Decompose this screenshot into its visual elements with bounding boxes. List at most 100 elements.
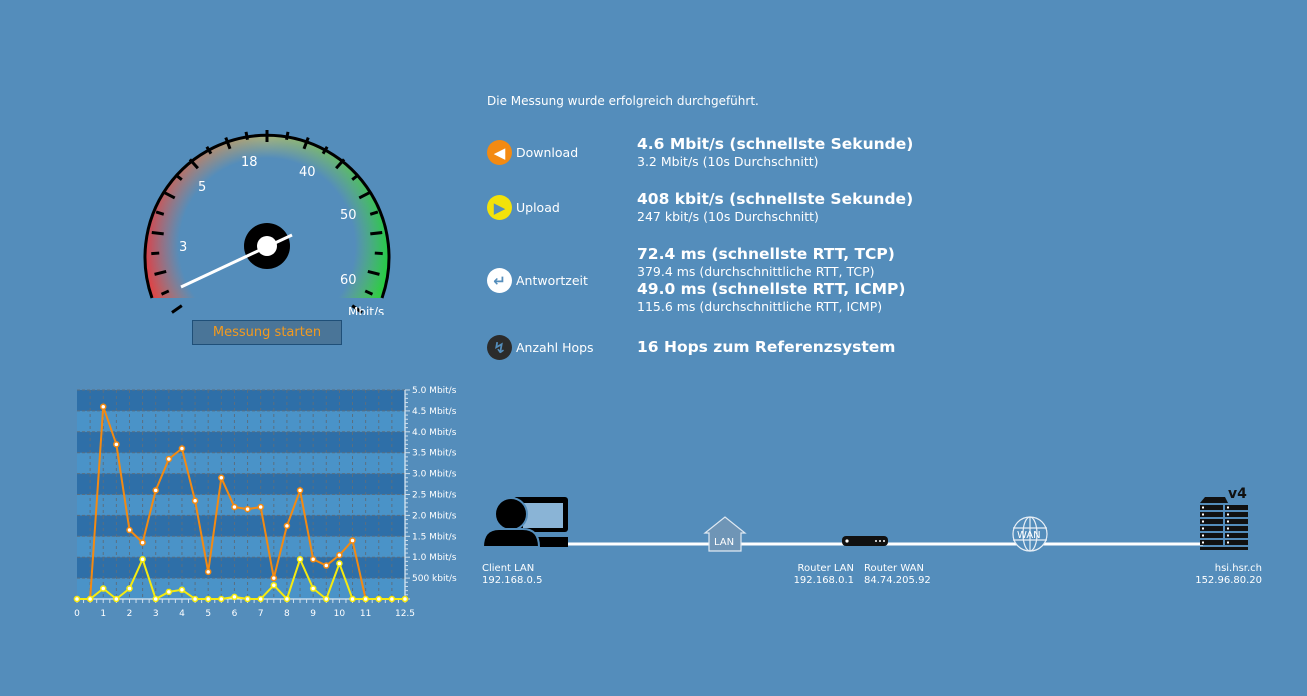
result-download: ◀ Download bbox=[487, 140, 578, 165]
download-data-point bbox=[152, 487, 159, 494]
upload-data-point bbox=[218, 595, 225, 603]
hops-count: 16 Hops zum Referenzsystem bbox=[637, 338, 896, 356]
icmp-average: 115.6 ms (durchschnittliche RTT, ICMP) bbox=[637, 299, 883, 314]
download-data-point bbox=[270, 574, 278, 582]
y-tick-label: 2.5 Mbit/s bbox=[412, 491, 457, 501]
chart-band bbox=[77, 452, 405, 474]
gauge-tick bbox=[155, 210, 165, 216]
upload-data-point bbox=[283, 595, 291, 603]
x-tick-label: 10 bbox=[334, 609, 346, 619]
gauge-tick bbox=[163, 191, 176, 200]
tcp-average: 379.4 ms (durchschnittliche RTT, TCP) bbox=[637, 264, 875, 279]
gauge-tick bbox=[188, 158, 199, 170]
gauge-ticks bbox=[151, 130, 383, 314]
gauge-tick bbox=[244, 131, 249, 141]
x-tick-label: 2 bbox=[127, 609, 133, 619]
return-arrow-icon: ↵ bbox=[487, 268, 512, 293]
x-tick-label: 1 bbox=[100, 609, 106, 619]
upload-data-point bbox=[178, 586, 186, 594]
y-tick-label: 5.0 Mbit/s bbox=[412, 386, 457, 396]
server-icon bbox=[1200, 497, 1248, 550]
gauge-tick bbox=[224, 137, 232, 150]
x-tick-label: 3 bbox=[153, 609, 159, 619]
chart-band bbox=[77, 390, 405, 411]
download-data-point bbox=[244, 505, 251, 513]
gauge-tick bbox=[302, 137, 310, 150]
chart-band bbox=[77, 557, 405, 579]
download-data-point bbox=[309, 556, 317, 563]
x-tick-label: 12.5 bbox=[395, 609, 415, 619]
download-data-point bbox=[139, 539, 146, 546]
y-tick-label: 4.5 Mbit/s bbox=[412, 407, 457, 417]
x-tick-label: 7 bbox=[258, 609, 264, 619]
upload-data-point bbox=[191, 595, 199, 603]
hops-values: 16 Hops zum Referenzsystem bbox=[637, 338, 895, 357]
upload-fastest: 408 kbit/s (schnellste Sekunde) bbox=[637, 190, 914, 208]
upload-data-point bbox=[388, 595, 396, 603]
speed-gauge: 3 5 18 40 50 60 Mbit/s bbox=[143, 130, 391, 315]
latency-values: 72.4 ms (schnellste RTT, TCP) 379.4 ms (… bbox=[637, 245, 906, 315]
y-tick-label: 3.5 Mbit/s bbox=[412, 449, 457, 459]
upload-arrow-icon: ▶ bbox=[487, 195, 512, 220]
gauge-tick bbox=[351, 304, 363, 314]
chart-band bbox=[77, 578, 405, 599]
speed-history-chart: 500 kbit/s1.0 Mbit/s1.5 Mbit/s2.0 Mbit/s… bbox=[73, 386, 457, 619]
ipv4-badge: v4 bbox=[1228, 486, 1247, 502]
chart-band bbox=[77, 515, 405, 537]
download-data-point bbox=[349, 537, 356, 544]
hops-icon: ↯ bbox=[487, 335, 512, 360]
lan-house-icon: LAN bbox=[703, 516, 747, 552]
download-data-point bbox=[218, 474, 225, 482]
gauge-label: 60 bbox=[340, 273, 357, 288]
gauge-tick bbox=[367, 269, 380, 276]
x-tick-label: 11 bbox=[360, 609, 371, 619]
upload-data-point bbox=[86, 595, 94, 603]
gauge-tick bbox=[205, 146, 213, 155]
gauge-unit: Mbit/s bbox=[348, 305, 384, 315]
x-tick-label: 6 bbox=[232, 609, 238, 619]
gauge-tick bbox=[370, 231, 383, 236]
chart-band bbox=[77, 473, 405, 495]
router-icon bbox=[842, 536, 888, 546]
upload-data-point bbox=[152, 595, 159, 603]
gauge-label: 3 bbox=[179, 240, 187, 255]
upload-data-point bbox=[231, 593, 238, 601]
upload-data-point bbox=[309, 585, 317, 592]
download-data-point bbox=[126, 526, 133, 534]
status-message: Die Messung wurde erfolgreich durchgefüh… bbox=[487, 94, 759, 108]
download-data-point bbox=[323, 562, 330, 569]
download-data-point bbox=[283, 522, 291, 530]
x-tick-label: 9 bbox=[310, 609, 316, 619]
upload-values: 408 kbit/s (schnellste Sekunde) 247 kbit… bbox=[637, 190, 913, 225]
result-label: Upload bbox=[516, 200, 560, 215]
result-upload: ▶ Upload bbox=[487, 195, 560, 220]
gauge-label: 50 bbox=[340, 208, 357, 223]
upload-data-point bbox=[362, 595, 369, 603]
result-label: Download bbox=[516, 145, 579, 160]
result-hops: ↯ Anzahl Hops bbox=[487, 335, 594, 360]
upload-data-point bbox=[244, 595, 251, 603]
download-values: 4.6 Mbit/s (schnellste Sekunde) 3.2 Mbit… bbox=[637, 135, 913, 170]
y-tick-label: 500 kbit/s bbox=[412, 574, 457, 584]
gauge-label: 5 bbox=[198, 180, 206, 195]
gauge-tick bbox=[154, 269, 167, 276]
y-tick-label: 3.0 Mbit/s bbox=[412, 470, 457, 480]
x-tick-label: 5 bbox=[205, 609, 211, 619]
upload-data-point bbox=[349, 595, 356, 603]
upload-data-point bbox=[113, 595, 120, 603]
gauge-tick bbox=[335, 158, 346, 170]
upload-data-point bbox=[401, 595, 409, 603]
x-tick-label: 8 bbox=[284, 609, 290, 619]
chart-band bbox=[77, 410, 405, 432]
gauge-tick bbox=[151, 231, 164, 236]
start-measurement-button[interactable]: Messung starten bbox=[192, 320, 342, 345]
upload-data-point bbox=[73, 595, 81, 603]
y-tick-label: 4.0 Mbit/s bbox=[412, 428, 457, 438]
download-average: 3.2 Mbit/s (10s Durchschnitt) bbox=[637, 154, 819, 169]
chart-band bbox=[77, 431, 405, 453]
gauge-tick bbox=[285, 131, 290, 141]
download-data-point bbox=[231, 503, 238, 511]
